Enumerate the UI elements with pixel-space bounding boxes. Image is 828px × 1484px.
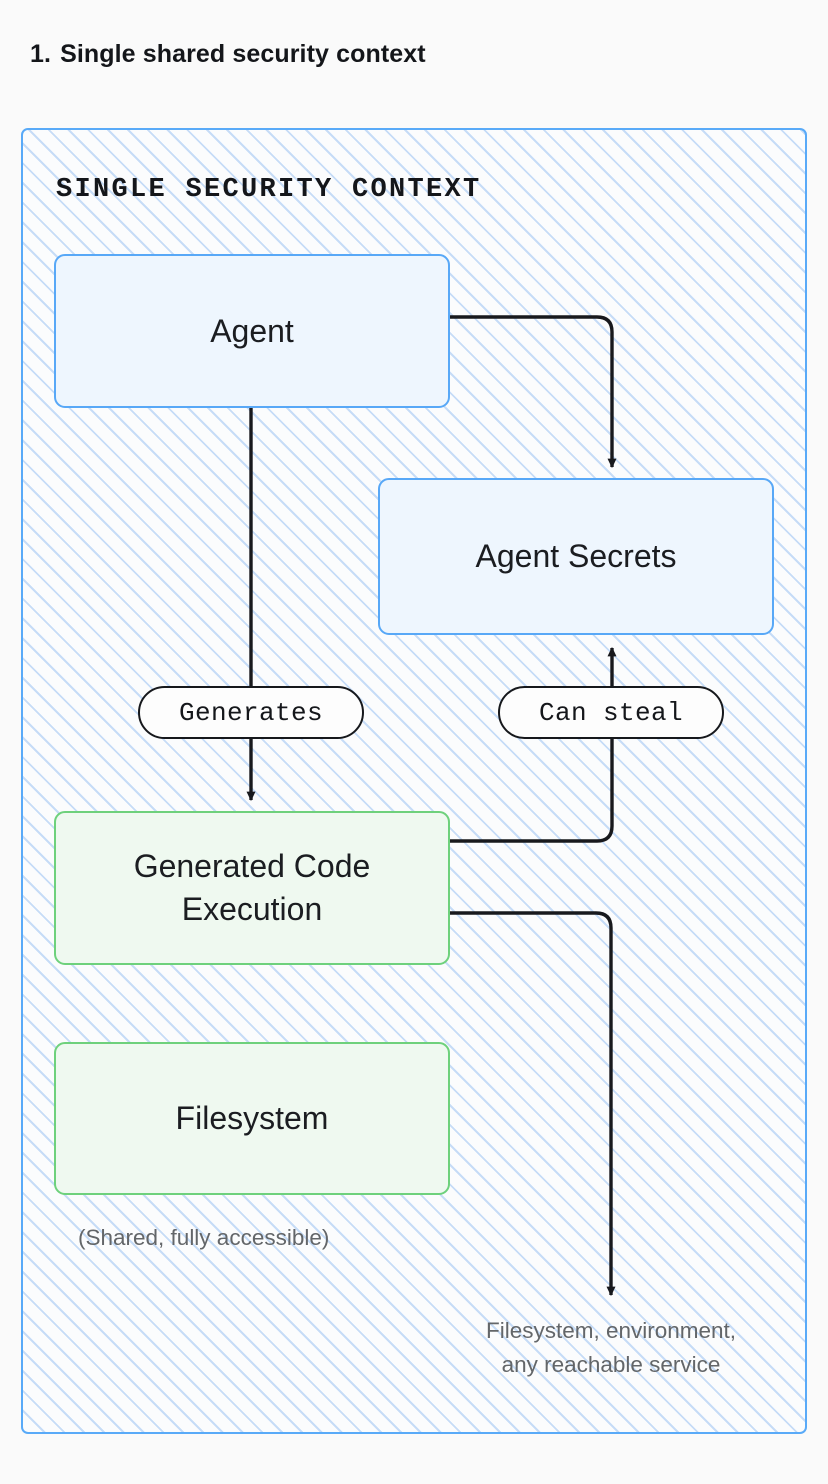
page-title-number: 1. bbox=[30, 40, 52, 68]
node-filesystem[interactable]: Filesystem bbox=[54, 1042, 450, 1195]
node-agent[interactable]: Agent bbox=[54, 254, 450, 408]
page-title: 1. Single shared security context bbox=[30, 40, 426, 69]
node-agent-secrets-label: Agent Secrets bbox=[475, 538, 677, 575]
node-filesystem-label: Filesystem bbox=[175, 1100, 329, 1137]
page-title-text: Single shared security context bbox=[60, 40, 426, 68]
node-agent-label: Agent bbox=[210, 312, 294, 349]
node-agent-secrets[interactable]: Agent Secrets bbox=[378, 478, 774, 635]
edge-label-generates-text: Generates bbox=[178, 697, 324, 728]
edge-label-can-steal-text: Can steal bbox=[538, 697, 684, 728]
filesystem-note-caption: (Shared, fully accessible) bbox=[78, 1225, 330, 1250]
node-generated-code-execution[interactable]: Generated Code Execution bbox=[54, 811, 450, 965]
security-context-label: SINGLE SECURITY CONTEXT bbox=[56, 175, 482, 205]
external-target-caption: Filesystem, environment, any reachable s… bbox=[485, 1318, 737, 1378]
edge-label-generates: Generates bbox=[138, 686, 364, 739]
node-generated-code-execution-label: Generated Code Execution bbox=[133, 848, 371, 927]
edge-label-can-steal: Can steal bbox=[498, 686, 724, 739]
